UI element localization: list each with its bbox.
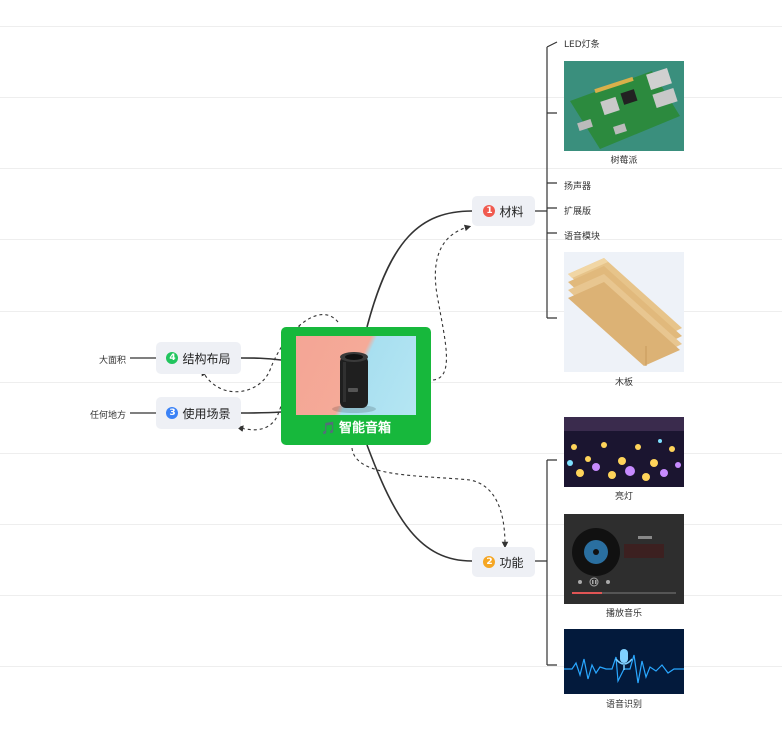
link-center-structure — [240, 357, 282, 361]
row-divider — [0, 97, 782, 98]
raspberry-pi-photo — [564, 61, 684, 151]
link-center-functions — [366, 444, 473, 562]
voice-wave-graphic — [564, 629, 684, 694]
number-badge-1: 1 — [483, 205, 496, 217]
row-divider — [0, 453, 782, 454]
number-badge-2: 2 — [483, 556, 496, 568]
dashed-link-structure — [201, 314, 339, 393]
music-player-screenshot — [564, 514, 684, 604]
leaf-anywhere[interactable]: 任何地方 — [89, 411, 126, 421]
central-topic-label: 🎵智能音箱 — [281, 418, 431, 439]
smart-speaker-photo — [296, 336, 416, 415]
number-badge-4: 4 — [166, 352, 179, 364]
leaf-raspberry-pi[interactable]: 树莓派 — [610, 156, 638, 166]
wood-boards-photo — [564, 252, 684, 372]
central-topic[interactable]: 🎵智能音箱 — [281, 327, 431, 445]
row-divider — [0, 524, 782, 525]
topic-scene-label: 使用场景 — [182, 406, 231, 421]
music-note-icon: 🎵 — [321, 421, 336, 435]
leaf-speaker[interactable]: 扬声器 — [564, 182, 592, 192]
speaker-illustration — [332, 352, 376, 413]
number-badge-3: 3 — [166, 407, 179, 419]
topic-structure[interactable]: 4 结构布局 — [156, 342, 241, 374]
leaf-play-music[interactable]: 播放音乐 — [605, 609, 642, 619]
row-divider — [0, 239, 782, 240]
row-divider — [0, 595, 782, 596]
bracket-materials — [535, 41, 558, 319]
row-divider — [0, 311, 782, 312]
leaf-led-strip[interactable]: LED灯条 — [564, 40, 600, 50]
topic-functions[interactable]: 2 功能 — [472, 547, 535, 577]
leaf-large-area[interactable]: 大面积 — [98, 356, 126, 366]
topic-materials[interactable]: 1 材料 — [472, 196, 535, 226]
leaf-lighting[interactable]: 亮灯 — [614, 492, 633, 502]
dashed-link-functions — [351, 447, 509, 549]
topic-structure-label: 结构布局 — [182, 351, 231, 366]
row-divider — [0, 26, 782, 27]
row-divider — [0, 666, 782, 667]
leaf-wood-board[interactable]: 木板 — [614, 378, 633, 388]
topic-materials-label: 材料 — [499, 204, 524, 219]
link-center-materials — [366, 210, 473, 328]
leaf-voice-module[interactable]: 语音模块 — [564, 232, 601, 242]
bracket-functions — [535, 459, 557, 666]
row-divider — [0, 168, 782, 169]
link-center-scene — [240, 411, 282, 414]
dashed-link-materials — [432, 224, 472, 381]
topic-functions-label: 功能 — [499, 555, 524, 570]
leaf-expansion-board[interactable]: 扩展版 — [564, 207, 592, 217]
topic-scene[interactable]: 3 使用场景 — [156, 397, 241, 429]
light-field-photo — [564, 417, 684, 487]
leaf-voice-recognition[interactable]: 语音识别 — [605, 700, 642, 710]
